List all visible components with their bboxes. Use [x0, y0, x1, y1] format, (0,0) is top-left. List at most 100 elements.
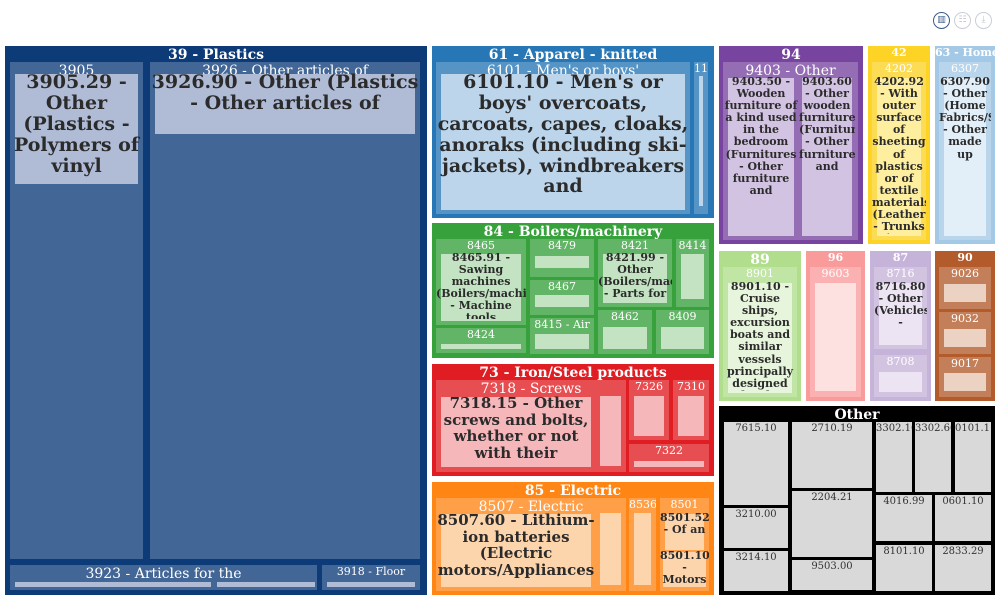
download-icon[interactable]: ⤓: [975, 12, 992, 29]
treemap-tile-0601-10[interactable]: [935, 495, 991, 541]
treemap-leaf-fill: [441, 514, 591, 587]
treemap-tile-label: 9017: [951, 358, 979, 370]
treemap-leaf-label: 6101.10 - Men's or boys' overcoats, carc…: [437, 72, 689, 198]
treemap-tile-3926-other-articles-of[interactable]: [150, 62, 420, 559]
treemap-leaf-fill: [678, 396, 704, 436]
treemap-leaf-fill: [634, 461, 704, 467]
treemap-tile-label: 8424: [467, 329, 495, 341]
treemap-group-label: 96: [827, 252, 844, 264]
treemap-leaf-fill: [879, 372, 922, 392]
treemap-tile-label: 8716: [886, 268, 915, 280]
treemap-leaf-fill: [600, 513, 621, 585]
treemap-leaf-fill: [535, 334, 589, 349]
treemap-group-label: 90: [957, 252, 973, 264]
treemap-leaf-fill: [663, 552, 706, 587]
treemap-group-label: 85 - Electric: [524, 483, 622, 499]
treemap-tile-label: 8479: [548, 240, 576, 252]
treemap-tile-2833-29[interactable]: [935, 545, 991, 591]
treemap-leaf-label: 8421.99 - Other (Boilers/machinery - Par…: [598, 252, 672, 301]
treemap-tile-label: 3302.60: [915, 423, 951, 434]
treemap-leaf-label: 3905.29 - Other (Plastics - Polymers of …: [13, 72, 140, 177]
treemap-tile-3302-10[interactable]: [876, 422, 912, 492]
treemap-icon[interactable]: ▥: [933, 12, 950, 29]
treemap-tile-label: 8101.10: [883, 546, 925, 557]
treemap-tile-label: 8462: [611, 311, 639, 323]
treemap-tile-label: 8507 - Electric: [478, 499, 584, 514]
treemap-tile-label: 2833.29: [942, 546, 984, 557]
treemap-leaf-label: 4202.92 - With outer surface of sheeting…: [872, 76, 926, 234]
treemap-leaf-fill: [661, 327, 704, 349]
treemap-tile-label: 9403 - Other: [745, 63, 836, 78]
treemap-leaf-fill: [441, 74, 685, 210]
treemap-leaf-fill: [217, 582, 315, 587]
treemap-leaf-fill: [699, 76, 703, 206]
treemap-group-label: 39 - Plastics: [167, 47, 265, 63]
treemap-tile-3302-60[interactable]: [915, 422, 951, 492]
treemap-leaf-fill: [944, 284, 986, 302]
treemap-tile-label: 9603: [821, 268, 850, 280]
treemap-tile-3210-00[interactable]: [724, 508, 788, 548]
treemap-tile-3214-10[interactable]: [724, 551, 788, 591]
treemap-leaf-label: 6307.90 - Other (Home Fabrics/Scr - Othe…: [939, 76, 991, 161]
treemap-tile-label: 8708: [886, 356, 915, 368]
treemap-tile-label: 6307: [951, 63, 979, 75]
treemap-tile-label: 8467: [548, 281, 576, 293]
treemap-tile-label: 9032: [951, 313, 979, 325]
table-icon[interactable]: ☷: [954, 12, 971, 29]
treemap-leaf-fill: [665, 514, 704, 550]
treemap-tile-label: 3923 - Articles for the: [85, 566, 242, 581]
treemap-tile-label: 7322: [655, 445, 683, 457]
treemap-leaf-fill: [441, 254, 521, 321]
treemap-leaf-fill: [634, 396, 664, 436]
treemap-tile-label: 7318 - Screws: [480, 381, 582, 396]
treemap-tile-label: 4016.99: [883, 496, 925, 507]
treemap-leaf-label: 9403.60 - Other wooden furniture (Furnit…: [799, 76, 855, 173]
treemap-leaf-fill: [802, 78, 852, 236]
treemap-tile-label: 8421: [621, 240, 649, 252]
treemap-leaf-label: 8501.52 - Of an: [660, 512, 709, 537]
treemap-tile-label: 7615.10: [735, 423, 777, 434]
treemap-tile-label: 0601.10: [942, 496, 984, 507]
chart-toolbar: ▥☷⤓: [933, 12, 992, 29]
treemap-tile-label: 9026: [951, 268, 979, 280]
treemap-tile-label: 8409: [668, 311, 697, 323]
treemap-tile-label: 8901: [746, 268, 774, 280]
treemap-tile-label: 3918 - Floor: [336, 566, 406, 578]
treemap-leaf-fill: [441, 397, 591, 467]
treemap-tile-label: 8415 - Air: [534, 319, 590, 331]
treemap-tile-label: 8501: [670, 499, 699, 511]
treemap-tile-0101-11[interactable]: [955, 422, 991, 492]
treemap-tile-label: 0101.11: [955, 423, 991, 434]
treemap-leaf-label: 7318.15 - Other screws and bolts, whethe…: [443, 395, 589, 462]
treemap-leaf-fill: [634, 513, 651, 585]
treemap-group-label: 63 - Home: [935, 47, 995, 59]
treemap-leaf-fill: [944, 373, 986, 391]
treemap-tile-label: 7326: [635, 381, 663, 393]
treemap-tile-label: 9503.00: [811, 561, 853, 572]
treemap-leaf-fill: [603, 254, 667, 303]
treemap-tile-4016-99[interactable]: [876, 495, 932, 541]
treemap-leaf-fill: [944, 329, 986, 347]
treemap-tile-2204-21[interactable]: [792, 491, 872, 557]
treemap-leaf-fill: [327, 582, 415, 587]
treemap-leaf-label: 8901.10 - Cruise ships, excursion boats …: [726, 281, 794, 391]
treemap-leaf-label: 8507.60 - Lithium-ion batteries (Electri…: [437, 512, 595, 579]
treemap-tile-2710-19[interactable]: [792, 422, 872, 488]
treemap-tile-label: 8414: [678, 240, 707, 252]
treemap-tile-label: 2204.21: [811, 492, 853, 503]
treemap-tile-9503-00[interactable]: [792, 560, 872, 590]
treemap-leaf-label: 9403.50 - Wooden furniture of a kind use…: [724, 76, 798, 197]
treemap-tile-label: 11: [694, 63, 708, 75]
treemap-leaf-label: 8465.91 - Sawing machines (Boilers/machi…: [436, 252, 526, 319]
treemap-tile-7322[interactable]: [629, 444, 709, 472]
treemap-tile-label: 8536: [629, 499, 656, 511]
treemap-tile-7615-10[interactable]: [724, 422, 788, 505]
treemap-group-label: 61 - Apparel - knitted: [488, 47, 658, 63]
treemap-group-label: Other: [834, 407, 880, 423]
treemap-leaf-fill: [681, 254, 704, 299]
treemap-group-label: 73 - Iron/Steel products: [479, 365, 667, 381]
treemap-group-label: 84 - Boilers/machinery: [483, 224, 663, 240]
treemap-leaf-label: 3926.90 - Other (Plastics - Other articl…: [151, 72, 419, 114]
treemap-tile-8101-10[interactable]: [876, 545, 932, 591]
treemap-group-label: 89: [750, 252, 770, 268]
